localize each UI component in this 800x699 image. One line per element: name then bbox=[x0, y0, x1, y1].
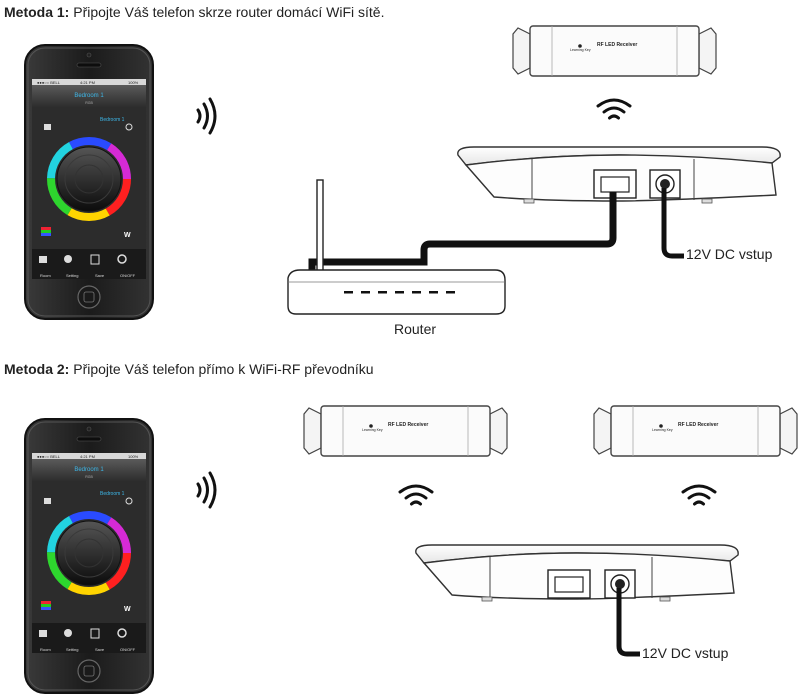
phone2-room-title: Bedroom 1 bbox=[100, 491, 125, 497]
wifi-icon bbox=[596, 98, 632, 120]
router-label: Router bbox=[394, 321, 437, 337]
wifi-icon-3 bbox=[681, 484, 717, 506]
receiver1-title: RF LED Receiver bbox=[597, 42, 638, 48]
receiver1-key-label: Learning Key bbox=[570, 48, 591, 52]
receiver2-key-label: Learning Key bbox=[362, 428, 383, 432]
rf-receiver-1 bbox=[512, 25, 717, 77]
phone1-w-label: W bbox=[124, 232, 131, 239]
method-2-text: Připojte Váš telefon přímo k WiFi-RF pře… bbox=[69, 361, 374, 377]
wifi-side-icon-2 bbox=[196, 471, 217, 509]
router bbox=[287, 179, 506, 315]
phone2-tab-onoff: ON/OFF bbox=[120, 647, 136, 652]
receiver3-key-label: Learning Key bbox=[652, 428, 673, 432]
dc-input-label-2: 12V DC vstup bbox=[642, 645, 729, 661]
dc-cable bbox=[661, 188, 684, 259]
phone1-tab-setting: Setting bbox=[66, 273, 79, 278]
method-1-text: Připojte Váš telefon skrze router domácí… bbox=[69, 4, 385, 20]
phone2-tab-setting: Setting bbox=[66, 647, 79, 652]
receiver2-title: RF LED Receiver bbox=[388, 422, 429, 428]
dc-cable-2 bbox=[616, 588, 640, 657]
phone1-tab-onoff: ON/OFF bbox=[120, 273, 136, 278]
method-2-heading: Metoda 2: Připojte Váš telefon přímo k W… bbox=[4, 361, 374, 377]
ethernet-cable bbox=[308, 192, 617, 272]
wifi-icon-2 bbox=[398, 484, 434, 506]
phone2-tab-room: Room bbox=[40, 647, 51, 652]
method-1-heading: Metoda 1: Připojte Váš telefon skrze rou… bbox=[4, 4, 384, 20]
rf-receiver-2 bbox=[303, 405, 508, 457]
method-2-label: Metoda 2: bbox=[4, 361, 70, 377]
method-1-label: Metoda 1: bbox=[4, 4, 70, 20]
wifi-side-icon bbox=[196, 97, 217, 135]
phone1-tab-room: Room bbox=[40, 273, 51, 278]
dc-input-label-1: 12V DC vstup bbox=[686, 246, 773, 262]
receiver3-title: RF LED Receiver bbox=[678, 422, 719, 428]
phone2-w-label: W bbox=[124, 606, 131, 613]
phone1-room-title: Bedroom 1 bbox=[100, 117, 125, 123]
rf-receiver-3 bbox=[593, 405, 798, 457]
phone1-tab-save: Save bbox=[95, 273, 105, 278]
phone2-tab-save: Save bbox=[95, 647, 105, 652]
